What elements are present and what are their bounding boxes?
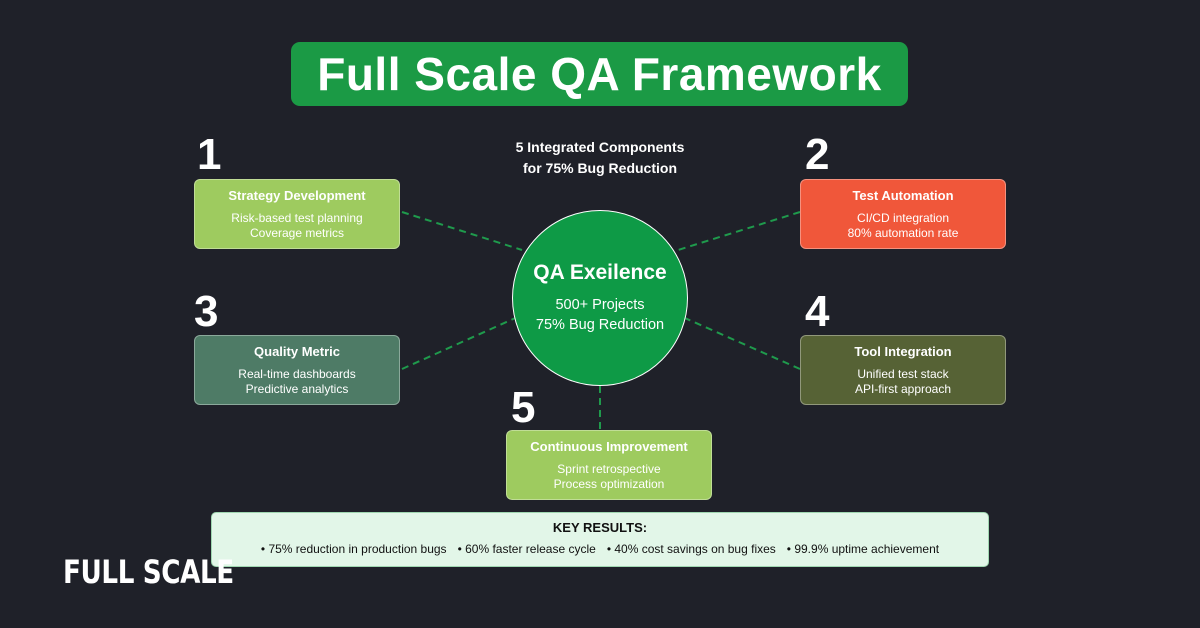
component-card-strategy-development: Strategy Development Risk-based test pla… — [194, 179, 400, 249]
center-title: QA Exeilence — [533, 261, 667, 284]
subtitle: 5 Integrated Components for 75% Bug Redu… — [470, 137, 730, 179]
connector-3 — [401, 314, 523, 370]
component-number-4: 4 — [805, 287, 830, 336]
component-detail: Risk-based test planning — [231, 210, 363, 225]
component-detail: CI/CD integration — [856, 210, 950, 225]
subtitle-line-2: for 75% Bug Reduction — [522, 160, 677, 176]
component-title: Strategy Development — [228, 187, 366, 203]
component-detail: API-first approach — [854, 381, 952, 396]
key-result-item: • 99.9% uptime achievement — [786, 542, 940, 556]
page-title: Full Scale QA Framework — [291, 42, 908, 106]
key-results-box: KEY RESULTS: • 75% reduction in producti… — [211, 512, 989, 567]
center-hub: QA Exeilence 500+ Projects 75% Bug Reduc… — [512, 210, 688, 386]
component-card-continuous-improvement: Continuous Improvement Sprint retrospect… — [506, 430, 712, 500]
key-result-item: • 60% faster release cycle — [457, 542, 596, 556]
component-detail: Coverage metrics — [249, 225, 345, 240]
component-number-5: 5 — [511, 383, 536, 432]
connector-4 — [677, 314, 801, 370]
key-results-title: KEY RESULTS: — [552, 520, 648, 535]
component-title: Continuous Improvement — [530, 438, 688, 454]
key-result-item: • 75% reduction in production bugs — [260, 542, 447, 556]
component-detail: Real-time dashboards — [238, 366, 356, 381]
component-card-quality-metric: Quality Metric Real-time dashboards Pred… — [194, 335, 400, 405]
component-number-1: 1 — [197, 130, 222, 179]
component-number-3: 3 — [194, 287, 219, 336]
component-detail: Unified test stack — [857, 366, 949, 381]
component-detail: Process optimization — [553, 476, 665, 491]
component-detail: Predictive analytics — [245, 381, 349, 396]
center-line-2: 75% Bug Reduction — [535, 317, 665, 333]
component-title: Tool Integration — [854, 343, 952, 359]
component-detail: 80% automation rate — [847, 225, 959, 240]
key-results-list: • 75% reduction in production bugs • 60%… — [212, 542, 988, 556]
component-card-tool-integration: Tool Integration Unified test stack API-… — [800, 335, 1006, 405]
key-result-item: • 40% cost savings on bug fixes — [606, 542, 776, 556]
subtitle-line-1: 5 Integrated Components — [515, 139, 685, 155]
full-scale-logo: FULL SCALE — [63, 553, 234, 591]
component-detail: Sprint retrospective — [557, 461, 661, 476]
center-line-1: 500+ Projects — [555, 297, 645, 313]
connector-1 — [401, 211, 523, 251]
connector-2 — [677, 211, 801, 251]
component-number-2: 2 — [805, 130, 830, 179]
component-card-test-automation: Test Automation CI/CD integration 80% au… — [800, 179, 1006, 249]
component-title: Test Automation — [852, 187, 954, 203]
component-title: Quality Metric — [254, 343, 340, 359]
